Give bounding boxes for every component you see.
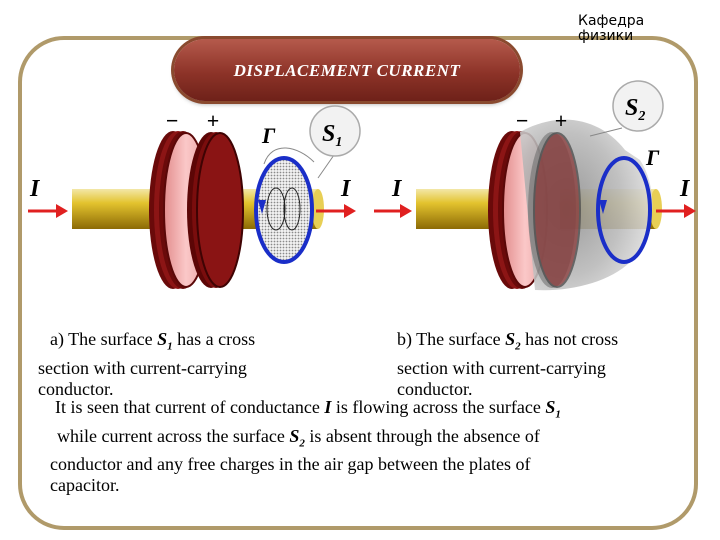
right-wire-end xyxy=(650,189,662,229)
left-current-label-in: I xyxy=(29,176,41,202)
right-minus-sign: − xyxy=(516,108,529,133)
title-banner: DISPLACEMENT CURRENT xyxy=(174,39,520,101)
explanation-paragraph: It is seen that current of conductance I… xyxy=(50,397,561,496)
left-current-arrow-in xyxy=(28,204,68,218)
surface-s1 xyxy=(254,156,314,264)
right-plus-sign: + xyxy=(555,108,568,133)
right-current-label-in: I xyxy=(391,176,403,202)
diagrams: − + Г S1 I I xyxy=(28,80,696,291)
right-current-arrow-out xyxy=(656,204,696,218)
right-current-arrow-in xyxy=(374,204,412,218)
left-capacitor-diagram: − + Г S1 I I xyxy=(28,105,361,289)
right-current-label-out: I xyxy=(679,176,691,202)
left-plus-sign: + xyxy=(207,108,220,133)
right-contour-arrow xyxy=(599,200,607,214)
surface-s2 xyxy=(520,119,653,291)
left-current-label-out: I xyxy=(340,176,352,202)
s2-label-bubble xyxy=(612,80,664,132)
left-contour-arrow xyxy=(258,200,266,214)
right-surface-label: S2 xyxy=(625,95,645,124)
left-current-arrow-out xyxy=(316,204,356,218)
caption-a: a) The surface S1 has a cross section wi… xyxy=(38,329,256,399)
left-gamma-label: Г xyxy=(261,123,276,148)
left-wire-end xyxy=(312,189,324,229)
department-label: Кафедра физики xyxy=(578,13,645,44)
left-surface-label: S1 xyxy=(322,121,342,150)
s1-label-bubble xyxy=(309,105,361,157)
left-minus-sign: − xyxy=(166,108,179,133)
right-gamma-label: Г xyxy=(645,145,660,170)
right-capacitor-diagram: − + Г S2 I I xyxy=(374,80,696,291)
page-title: DISPLACEMENT CURRENT xyxy=(233,61,461,80)
caption-b: b) The surface S2 has not cross section … xyxy=(397,329,619,399)
left-positive-plate xyxy=(187,132,244,288)
